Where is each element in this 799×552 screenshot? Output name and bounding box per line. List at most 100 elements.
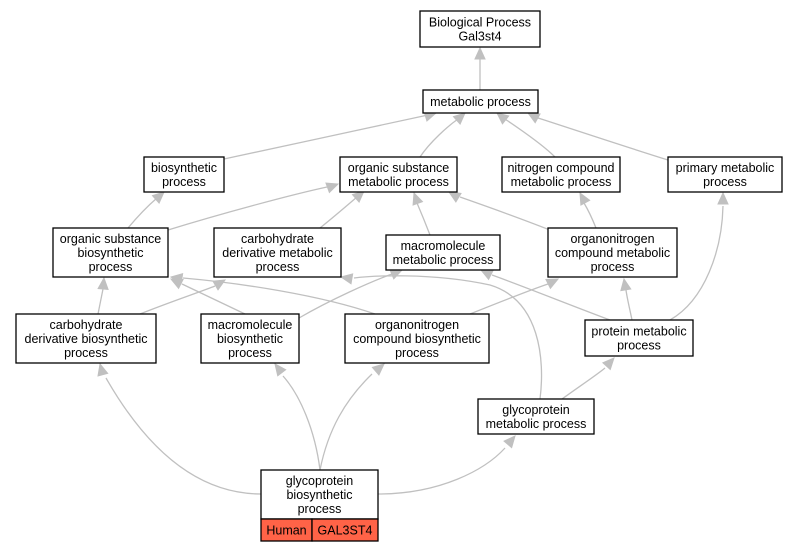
node-label-line: compound metabolic bbox=[555, 246, 670, 260]
node-box bbox=[547, 227, 678, 278]
node-label-line: glycoprotein bbox=[502, 403, 569, 417]
node-label-line: process bbox=[703, 175, 747, 189]
node-box bbox=[422, 89, 539, 114]
arrowhead-icon bbox=[169, 273, 184, 285]
arrowhead-icon bbox=[717, 191, 729, 205]
node-label-line: process bbox=[256, 260, 300, 274]
edge-glycoprotein-biosynthetic-to-organonitrogen-biosynthetic bbox=[319, 363, 385, 471]
edge-organonitrogen-metabolic-to-organic-metabolic bbox=[447, 191, 556, 233]
edge-line bbox=[459, 196, 556, 233]
edge-line bbox=[419, 118, 459, 158]
node-label-line: Gal3st4 bbox=[458, 30, 501, 44]
node-label-line: process bbox=[395, 346, 439, 360]
species-cell-label: Human bbox=[266, 524, 306, 538]
arrowhead-icon bbox=[545, 278, 560, 290]
arrowhead-icon bbox=[339, 273, 354, 285]
node-box bbox=[385, 234, 501, 271]
arrowhead-icon bbox=[503, 435, 516, 449]
edge-line bbox=[319, 196, 358, 229]
edge-protein-metabolic-to-primary bbox=[669, 191, 729, 321]
gene-cell-label: GAL3ST4 bbox=[318, 524, 373, 538]
node-box bbox=[143, 156, 225, 193]
edge-organic-biosynthetic-to-biosynthetic bbox=[127, 191, 165, 229]
edge-line bbox=[181, 283, 246, 315]
node-label-line: glycoprotein bbox=[286, 474, 353, 488]
edge-glycoprotein-biosynthetic-to-macromolecule-biosynthetic bbox=[274, 363, 321, 471]
arrowhead-icon bbox=[526, 112, 541, 124]
arrowhead-icon bbox=[474, 46, 486, 60]
gene-cell bbox=[311, 518, 379, 542]
edge-line bbox=[669, 205, 724, 321]
arrowhead-icon bbox=[620, 277, 632, 292]
node-box bbox=[52, 227, 169, 278]
node-box bbox=[339, 156, 458, 193]
node-label-line: carbohydrate bbox=[241, 232, 314, 246]
node-label-line: derivative biosynthetic bbox=[25, 332, 148, 346]
node-label-line: protein metabolic bbox=[591, 325, 686, 339]
edge-line bbox=[127, 197, 158, 229]
node-label-line: organonitrogen bbox=[570, 232, 654, 246]
edge-line bbox=[167, 186, 328, 231]
edge-line bbox=[139, 285, 216, 315]
node-label-line: metabolic process bbox=[430, 95, 531, 109]
node-label-line: organic substance bbox=[60, 232, 162, 246]
node-box bbox=[667, 156, 783, 193]
edge-carb-deriv-biosynthetic-to-organic-biosynthetic bbox=[97, 276, 109, 315]
node-box bbox=[200, 313, 300, 364]
edge-line bbox=[298, 273, 393, 319]
edge-line bbox=[353, 275, 543, 400]
arrowhead-icon bbox=[447, 191, 462, 203]
node-box bbox=[213, 227, 342, 278]
edge-line bbox=[282, 375, 321, 471]
arrowhead-icon bbox=[452, 112, 466, 125]
edge-glycoprotein-biosynthetic-to-glycoprotein-metabolic bbox=[377, 435, 516, 495]
edge-metabolic-to-root bbox=[474, 46, 486, 90]
edge-line bbox=[182, 277, 376, 315]
node-label-line: process bbox=[162, 175, 206, 189]
edge-line bbox=[469, 283, 549, 315]
node-box bbox=[584, 319, 694, 357]
edge-protein-metabolic-to-organonitrogen-metabolic bbox=[620, 277, 633, 321]
node-label-line: metabolic process bbox=[393, 253, 494, 267]
node-box bbox=[419, 10, 541, 48]
node-metabolic[interactable]: metabolic process bbox=[422, 89, 539, 114]
graph-edges bbox=[97, 46, 729, 495]
edge-carb-deriv-biosynthetic-to-carb-deriv-metabolic bbox=[139, 279, 227, 315]
arrowhead-icon bbox=[412, 191, 424, 206]
edge-primary-to-metabolic bbox=[526, 112, 669, 161]
node-box bbox=[260, 469, 379, 520]
edge-line bbox=[504, 118, 556, 158]
node-label-line: biosynthetic bbox=[286, 488, 352, 502]
node-box bbox=[344, 313, 490, 364]
node-label-line: biosynthetic bbox=[151, 161, 217, 175]
edge-nitrogen-to-metabolic bbox=[496, 112, 556, 158]
edge-organonitrogen-biosynthetic-to-organic-biosynthetic bbox=[169, 273, 376, 315]
arrowhead-icon bbox=[579, 191, 591, 206]
arrowhead-icon bbox=[97, 362, 109, 377]
edge-biosynthetic-to-metabolic bbox=[223, 110, 438, 160]
arrowhead-icon bbox=[274, 363, 287, 377]
edge-line bbox=[319, 373, 373, 471]
node-label-line: metabolic process bbox=[486, 417, 587, 431]
edge-glycoprotein-biosynthetic-to-carb-deriv-biosynthetic bbox=[97, 362, 262, 495]
arrowhead-icon bbox=[371, 363, 385, 376]
node-box bbox=[501, 156, 621, 193]
node-label-line: organic substance bbox=[348, 161, 450, 175]
node-label-line: process bbox=[89, 260, 133, 274]
